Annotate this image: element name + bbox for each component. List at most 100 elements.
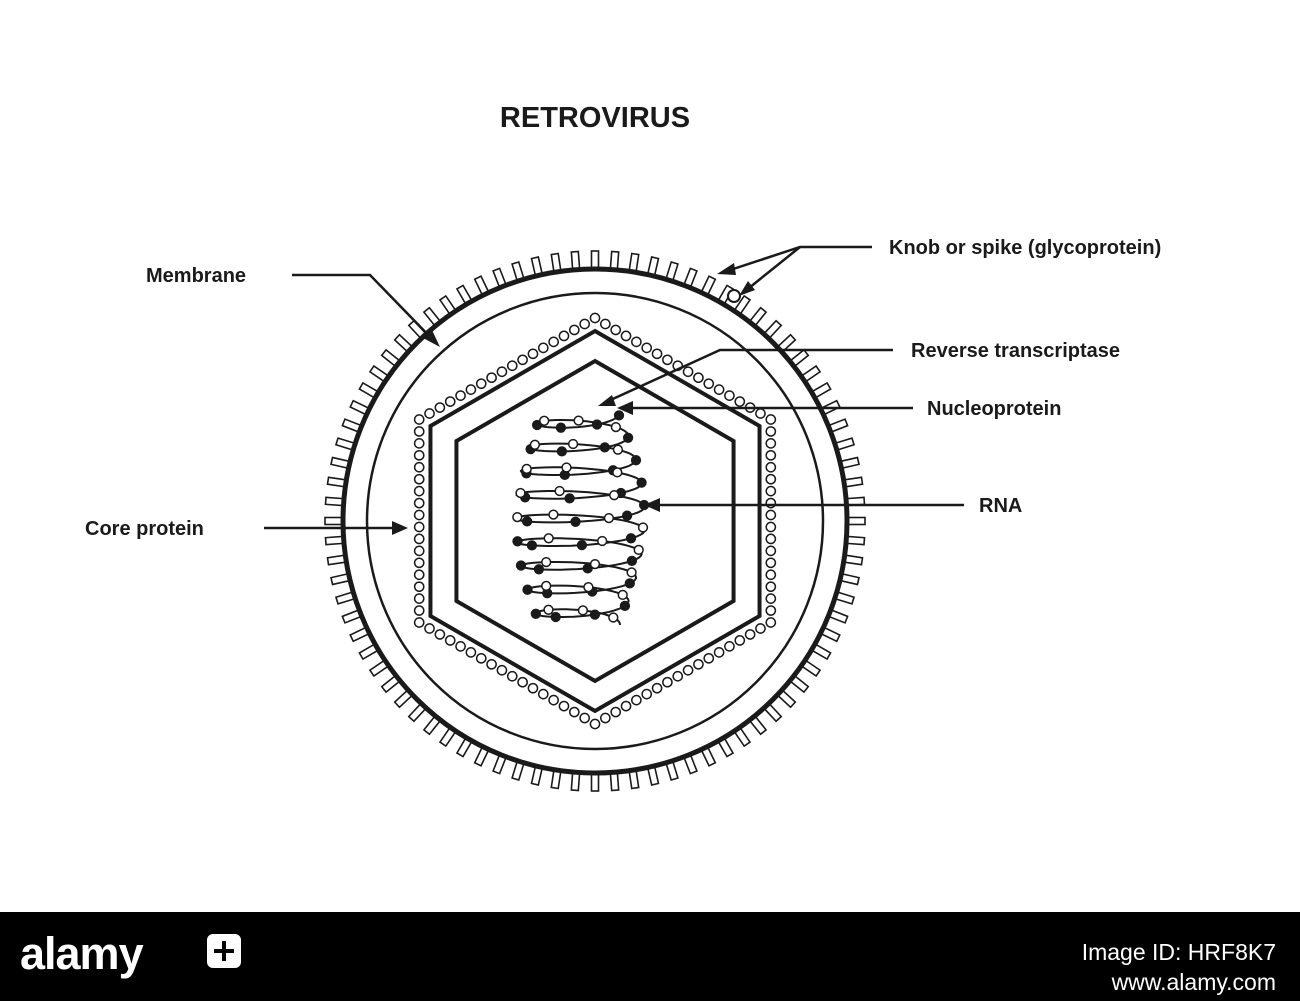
nucleoprotein-bead [573, 415, 584, 426]
core-protein-bead [724, 390, 735, 401]
core-protein-bead [537, 342, 549, 354]
core-protein-bead [517, 676, 528, 688]
core-protein-bead [517, 354, 528, 366]
nucleoprotein-bead [609, 490, 620, 501]
core-protein-bead [455, 641, 466, 652]
core-protein-bead [424, 623, 435, 634]
core-protein-bead [765, 617, 777, 628]
core-protein-bead [424, 408, 435, 419]
core-protein-bead [765, 581, 777, 593]
core-protein-bead [548, 694, 559, 706]
image-id-text: Image ID: HRF8K7 [1081, 939, 1276, 965]
nucleoprotein-bead [583, 582, 594, 593]
membrane-leader [292, 273, 438, 345]
site-url-text: www.alamy.com [1111, 969, 1276, 995]
core-protein-bead [434, 402, 446, 413]
core-protein-bead [631, 694, 642, 706]
core-protein-bead [413, 605, 425, 616]
core-protein-bead [651, 348, 663, 360]
core-protein-bead [620, 700, 632, 712]
core-protein-bead [610, 324, 622, 336]
spike [590, 772, 600, 792]
core-protein-bead [413, 581, 425, 593]
core-protein-bead [579, 318, 591, 330]
core-protein-bead [631, 336, 642, 348]
core-protein-bead [682, 366, 694, 378]
core-protein-bead [765, 557, 777, 569]
nucleoprotein-bead [591, 419, 603, 430]
nucleoprotein-bead [521, 516, 533, 527]
nucleoprotein-bead [603, 512, 615, 524]
spike [590, 250, 600, 270]
core-protein-bead [765, 438, 777, 449]
core-protein-bead [558, 700, 570, 712]
nucleoprotein-bead [619, 600, 631, 612]
core-protein-bead [610, 706, 622, 718]
knob-leader-a [723, 245, 872, 274]
core-protein-bead [765, 449, 777, 461]
label-knob: Knob or spike (glycoprotein) [889, 237, 1161, 259]
nucleoprotein-bead [543, 604, 554, 615]
nucleoprotein-bead [622, 432, 634, 443]
reverse-transcriptase-arrowhead [598, 395, 616, 406]
core-protein-bead [765, 593, 777, 604]
nucleoprotein-bead [561, 462, 572, 473]
nucleoprotein-beads [512, 410, 650, 623]
nucleoprotein-bead [630, 455, 642, 466]
label-core-protein: Core protein [85, 518, 204, 540]
core-protein-bead [755, 623, 766, 634]
nucleoprotein-bead [541, 556, 552, 568]
nucleoprotein-bead [589, 558, 601, 570]
core-protein-bead [755, 408, 766, 419]
core-protein-bead [413, 509, 425, 521]
core-protein-bead [703, 378, 715, 390]
core-protein-bead [486, 658, 497, 670]
nucleoprotein-bead [541, 580, 552, 592]
nucleoprotein-bead [529, 439, 541, 450]
knob-arrowhead-b [739, 281, 755, 296]
reverse-transcriptase-leader [603, 348, 893, 405]
glycoprotein-knob [727, 289, 741, 303]
core-protein-bead [413, 593, 425, 604]
diagram-title: RETROVIRUS [500, 102, 690, 134]
core-protein-bead [527, 348, 539, 360]
core-protein-bead [651, 682, 663, 694]
core-protein-bead [765, 533, 777, 545]
core-protein-bead [765, 485, 777, 497]
core-protein-bead [537, 688, 549, 700]
nucleoprotein-bead [530, 608, 541, 619]
core-protein-bead [413, 449, 425, 461]
core-protein-bead [641, 688, 653, 700]
nucleoprotein-bead [512, 536, 523, 547]
core-protein-bead [413, 438, 425, 449]
core-protein-bead [486, 372, 497, 384]
core-protein-bead [672, 670, 684, 682]
nucleoprotein-bead [633, 544, 644, 556]
capsid-outer-hexagon [428, 328, 762, 714]
core-protein-bead [599, 318, 611, 330]
core-protein-bead [506, 670, 518, 682]
core-protein-bead [496, 664, 508, 676]
core-protein-bead [413, 521, 425, 533]
core-protein-bead [703, 652, 715, 664]
core-protein-bead [724, 641, 735, 652]
core-protein-bead [434, 629, 446, 640]
nucleoprotein-bead [554, 485, 565, 497]
nucleoprotein-bead [612, 467, 623, 478]
core-protein-bead [413, 569, 425, 581]
core-protein-bead [662, 676, 673, 688]
membrane-arrowhead [423, 330, 440, 347]
nucleoprotein-bead [555, 422, 567, 433]
nucleoprotein-bead [621, 510, 633, 521]
nucleoprotein-bead [610, 421, 622, 433]
nucleoprotein-bead [533, 564, 545, 575]
label-membrane: Membrane [146, 265, 246, 287]
core-protein-bead [765, 509, 777, 521]
nucleoprotein-bead [599, 442, 610, 453]
nucleoprotein-bead [539, 415, 550, 426]
core-protein-bead [734, 396, 746, 407]
nucleoprotein-bead [597, 535, 608, 547]
core-protein-bead [713, 647, 725, 658]
outer-envelope [340, 266, 850, 776]
